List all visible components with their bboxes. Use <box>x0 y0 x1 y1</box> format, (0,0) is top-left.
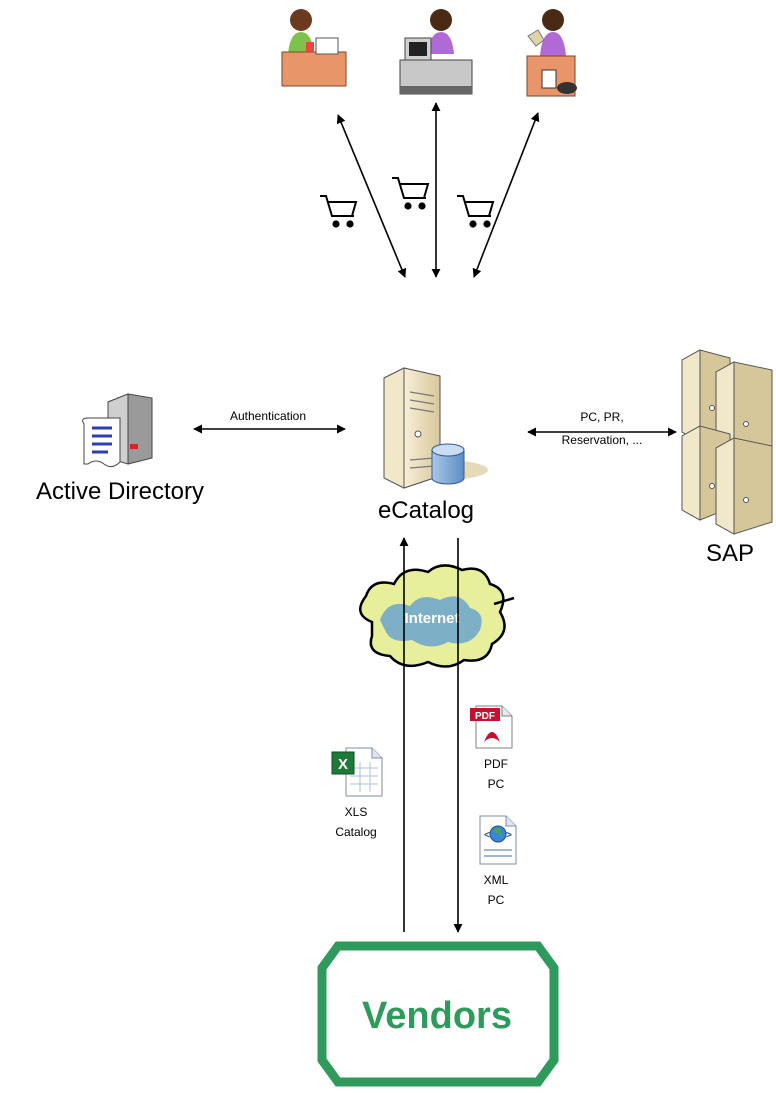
authentication-label: Authentication <box>230 409 306 423</box>
shopping-cart-icon <box>457 195 495 228</box>
ecatalog-label: eCatalog <box>378 497 474 524</box>
sap-arrow-label-line1: PC, PR, <box>580 410 623 424</box>
xml-label-line2: PC <box>488 893 505 907</box>
pdf-label-line2: PC <box>488 777 505 791</box>
xml-file-icon: < > <box>479 815 517 865</box>
excel-badge: X <box>338 756 348 773</box>
active-directory-label: Active Directory <box>36 478 204 505</box>
svg-text:<: < <box>484 830 490 841</box>
xml-label-line1: XML <box>484 873 509 887</box>
user1-ecatalog-arrow <box>336 114 407 278</box>
sap-arrow-label-line2: Reservation, ... <box>562 433 643 447</box>
user-with-phone-icon <box>526 9 577 97</box>
svg-text:>: > <box>506 830 512 841</box>
pdf-file-icon: PDF <box>470 705 513 749</box>
excel-file-icon: X <box>331 747 383 797</box>
directory-server-icon <box>82 393 153 468</box>
ecatalog-server-icon <box>383 367 488 489</box>
pdf-label-line1: PDF <box>484 757 508 771</box>
shopping-cart-icon <box>320 195 358 228</box>
sap-server-cluster-icon <box>681 349 773 535</box>
user-at-computer-icon <box>399 9 473 95</box>
internet-cloud-icon <box>359 564 515 668</box>
shopping-cart-icon <box>392 177 430 210</box>
user3-ecatalog-arrow <box>472 112 540 278</box>
xls-label-line2: Catalog <box>335 825 376 839</box>
internet-label: Internet <box>404 610 459 627</box>
pdf-badge: PDF <box>475 711 495 722</box>
xls-label-line1: XLS <box>345 805 368 819</box>
vendors-box <box>317 941 559 1087</box>
vendors-label: Vendors <box>362 995 512 1037</box>
sap-label: SAP <box>706 540 754 567</box>
user-at-desk-icon <box>281 9 347 87</box>
